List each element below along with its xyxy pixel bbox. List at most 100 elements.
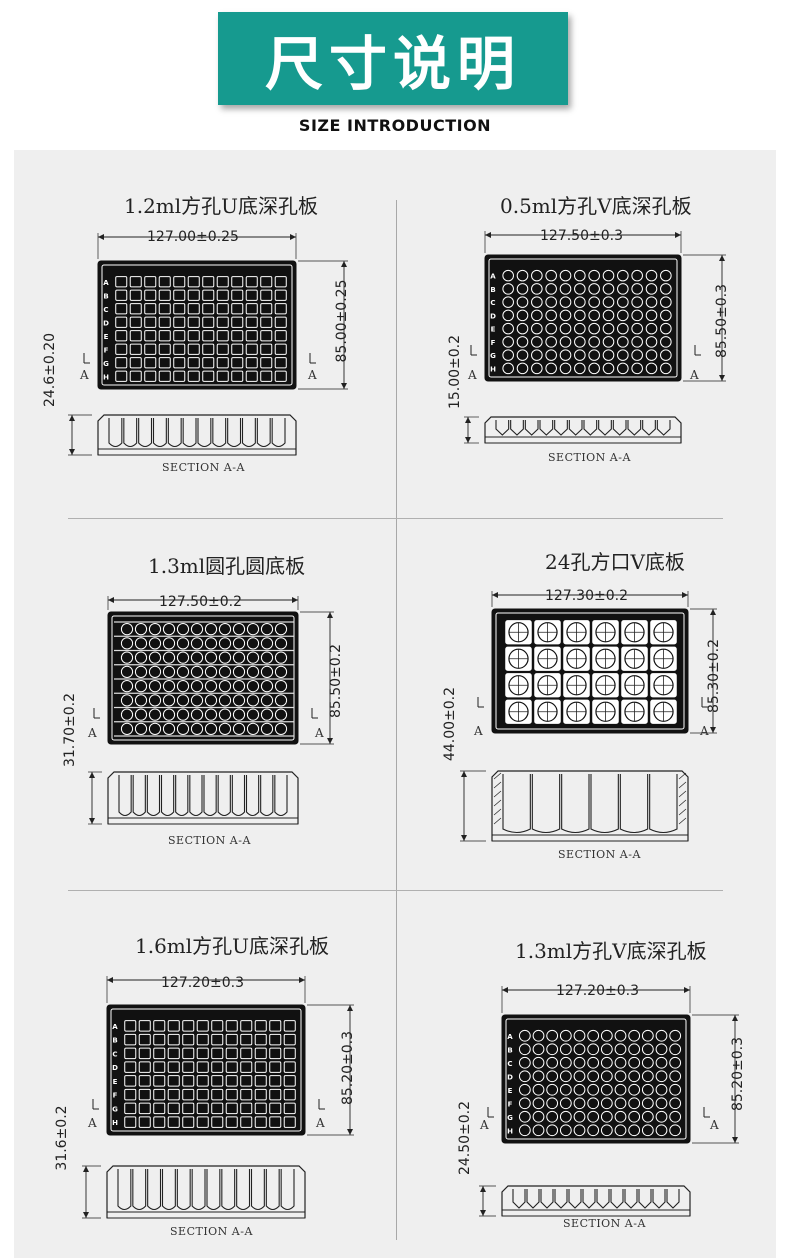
section-well [256,418,271,448]
well [502,296,514,308]
section-well [167,418,182,448]
well [559,1043,572,1056]
page-title: 尺寸说明 [264,29,521,98]
well [669,1110,682,1123]
well [660,283,672,295]
well [148,637,162,650]
well [196,1088,209,1101]
well [153,1033,166,1046]
row-label: F [104,346,109,354]
well [138,1033,151,1046]
well [124,1020,137,1032]
well [669,1124,682,1137]
well [260,637,274,650]
well [124,1061,137,1073]
well [655,1083,668,1096]
page-subtitle: SIZE INTRODUCTION [298,116,492,135]
section-label: SECTION A-A [548,451,631,464]
well [283,1075,296,1087]
section-well [495,420,510,436]
well [138,1020,151,1032]
row-label: H [103,373,109,381]
well [254,1102,267,1115]
well [204,708,218,721]
well [254,1088,267,1101]
well [669,1070,682,1083]
well [516,322,529,335]
well [218,623,232,636]
well [176,680,190,693]
section-mark-right: A [316,1116,325,1130]
well [134,665,148,678]
well [134,708,148,721]
well [600,1043,613,1056]
well [225,1102,238,1115]
well [587,1097,600,1110]
well [158,370,171,382]
well [176,708,190,721]
well [617,296,629,308]
well [134,623,148,636]
well [162,708,176,721]
well [204,722,218,735]
section-well [189,775,203,817]
well [631,269,643,282]
well [502,283,514,295]
well [245,343,258,355]
section-label: SECTION A-A [558,848,641,861]
well [204,637,218,650]
row-label: B [507,1046,512,1054]
well [531,322,543,335]
well [153,1047,166,1060]
section-well [274,775,288,817]
section-base [484,436,682,444]
well [260,330,273,342]
well [190,708,204,721]
well [124,1075,137,1087]
well [173,330,186,342]
row-divider-1 [68,518,723,519]
section-well [568,1189,582,1209]
well [225,1061,238,1073]
section-well [176,1169,191,1211]
well [190,637,204,650]
arrow-head [108,597,114,603]
well [182,1033,195,1046]
well [202,316,215,328]
well [120,708,134,721]
well [144,357,157,369]
section-well [108,418,123,448]
well [196,1033,209,1046]
section-well [197,418,212,448]
well [134,680,148,693]
well [518,1029,531,1042]
arrow-head [327,738,333,744]
well [202,303,215,315]
well [190,694,204,707]
well [631,296,643,308]
well [182,1088,195,1101]
well [269,1033,282,1046]
well [559,362,572,375]
well [274,303,287,315]
well [645,296,658,308]
well [283,1020,296,1032]
well [645,309,658,322]
well [516,362,529,375]
well [502,349,514,361]
well [602,336,615,348]
well [202,370,215,382]
well [641,1056,654,1069]
well [600,1110,613,1123]
section-well [206,1169,221,1211]
well [115,276,128,288]
panel-title: 0.5ml方孔V底深孔板 [500,194,692,218]
well [187,370,200,382]
well [641,1110,654,1123]
well [211,1033,224,1046]
well [545,336,557,348]
well [231,303,244,315]
well [532,1110,545,1123]
well [232,665,246,678]
